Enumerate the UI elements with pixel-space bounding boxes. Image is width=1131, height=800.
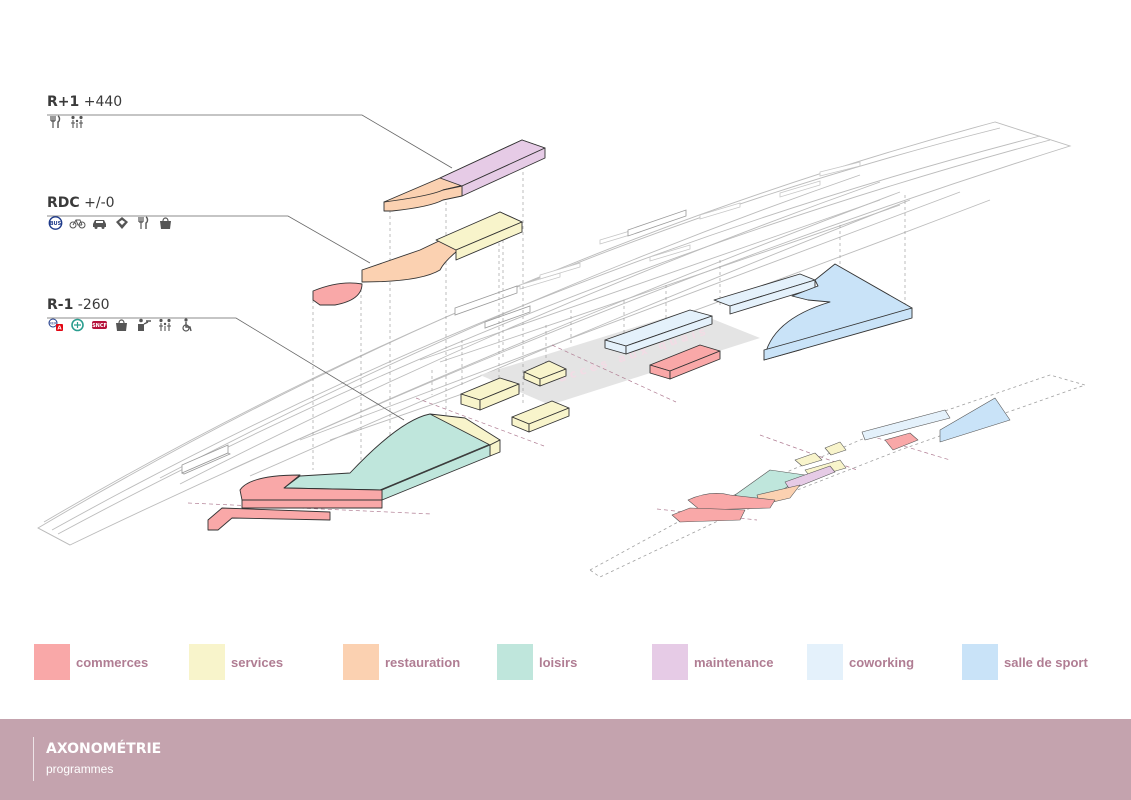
legend-label: salle de sport: [1004, 654, 1088, 670]
car-icon: [91, 216, 108, 230]
level-title: RDC +/-0: [47, 195, 174, 211]
legend-swatch: [34, 644, 70, 680]
commerce-kiosk: [649, 344, 721, 380]
legend-label: commerces: [76, 654, 149, 670]
legend: commerces services restauration loisirs …: [0, 644, 1131, 680]
waiter-icon: [135, 318, 152, 332]
legend-label: services: [231, 654, 284, 670]
sncf-icon: [91, 318, 108, 332]
legend-item: salle de sport: [962, 644, 1088, 680]
level-elevation: -260: [77, 297, 110, 313]
level-elevation: +/-0: [84, 195, 115, 211]
legend-item: commerces: [34, 644, 148, 680]
legend-swatch: [962, 644, 998, 680]
volume-coworking: [604, 273, 816, 355]
page-title: AXONOMÉTRIE: [46, 741, 162, 757]
projection-lines: [312, 160, 906, 470]
rail-platform: [37, 121, 1072, 546]
level-icons: [47, 318, 196, 332]
level-title: R+1 +440: [47, 94, 122, 110]
shopping-bag-icon: [157, 216, 174, 230]
ticket-icon: [113, 216, 130, 230]
legend-label: loisirs: [539, 654, 578, 670]
tram-icon: [69, 318, 86, 332]
level-title: R-1 -260: [47, 297, 196, 313]
label-leader-lines: [47, 114, 453, 421]
level-rdc-label: RDC +/-0: [47, 195, 174, 230]
restaurant-icon: [135, 216, 152, 230]
level-name: R-1: [47, 297, 74, 313]
level-icons: [47, 115, 122, 129]
legend-swatch: [497, 644, 533, 680]
level-name: RDC: [47, 195, 80, 211]
trains: [181, 209, 687, 475]
page-subtitle: programmes: [46, 762, 114, 776]
bicycle-icon: [69, 216, 86, 230]
footer-band: AXONOMÉTRIE programmes: [0, 719, 1131, 800]
legend-swatch: [343, 644, 379, 680]
legend-label: restauration: [385, 654, 461, 670]
legend-item: coworking: [807, 644, 914, 680]
family-icon: [157, 318, 174, 332]
legend-item: loisirs: [497, 644, 577, 680]
family-icon: [69, 115, 86, 129]
bus-icon: [47, 216, 64, 230]
legend-swatch: [652, 644, 688, 680]
legend-swatch: [807, 644, 843, 680]
restaurant-icon: [47, 115, 64, 129]
volume-r1: [383, 139, 546, 212]
level-r1-label: R+1 +440: [47, 94, 122, 129]
legend-label: coworking: [849, 654, 915, 670]
metro-ratp-icon: [47, 318, 64, 332]
level-name: R+1: [47, 94, 80, 110]
level-icons: [47, 216, 174, 230]
service-kiosks: [460, 360, 570, 433]
accessibility-icon: [179, 318, 196, 332]
legend-label: maintenance: [694, 654, 774, 670]
level-elevation: +440: [83, 94, 123, 110]
volume-salle-de-sport: [763, 263, 913, 361]
legend-item: restauration: [343, 644, 460, 680]
volume-rdc: [312, 211, 523, 306]
shopping-bag-icon: [113, 318, 130, 332]
footer-divider: [33, 737, 34, 781]
level-rm1-label: R-1 -260: [47, 297, 196, 332]
legend-swatch: [189, 644, 225, 680]
overview-drawing: [589, 374, 1087, 578]
legend-item: services: [189, 644, 283, 680]
volume-rm1: [207, 413, 501, 531]
legend-item: maintenance: [652, 644, 773, 680]
